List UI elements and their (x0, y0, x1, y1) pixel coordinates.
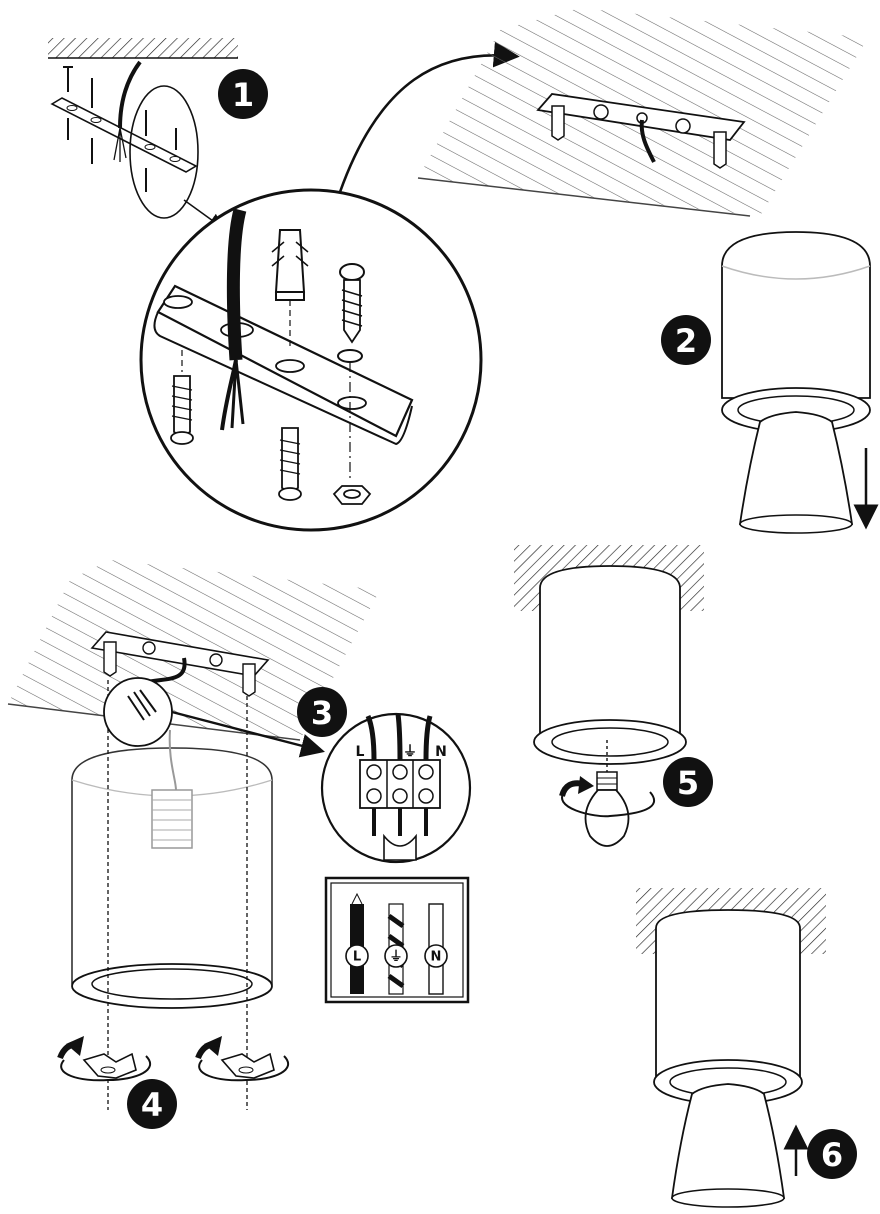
connector-arrow (338, 41, 520, 193)
step-badge-6 (807, 1129, 857, 1179)
terminal-label-live: L (356, 744, 365, 760)
terminal-block-icon: L ⏚ N (320, 712, 472, 864)
step1-group: 1 (48, 38, 268, 229)
terminal-label-earth: ⏚ (403, 744, 417, 760)
legend-earth: ⏚ (389, 950, 402, 965)
step-badge-1 (218, 69, 268, 119)
detail-zoom-group (139, 188, 483, 532)
rotate-arrow-icon (60, 1055, 290, 1082)
wall-plug-icon (271, 229, 309, 350)
step-badge-2 (661, 315, 711, 365)
legend-neutral: N (431, 950, 442, 965)
step2-group: 2 (661, 231, 879, 534)
rotate-arrow-icon (561, 789, 656, 818)
step34-group: 3 4 (7, 560, 380, 1129)
step-badge-4 (127, 1079, 177, 1129)
step-number-1: 1 (232, 76, 254, 114)
step-number-3: 3 (311, 694, 333, 732)
step-number-6: 6 (821, 1136, 843, 1174)
mounting-plate-icon (50, 97, 198, 173)
light-bulb-icon (584, 771, 630, 847)
step-number-5: 5 (677, 764, 699, 802)
ceiling-plate-view (417, 8, 868, 217)
screw-icon (337, 263, 365, 480)
step-badge-5 (663, 757, 713, 807)
screw-icon (63, 66, 177, 192)
step6-group: 6 (636, 888, 857, 1208)
step5-group: 5 (514, 545, 713, 847)
ceiling-hatch-icon (48, 38, 238, 58)
wire-legend: L ⏚ N (324, 876, 470, 1004)
step-number-2: 2 (675, 322, 697, 360)
terminal-label-neutral: N (435, 744, 447, 760)
step-number-4: 4 (141, 1086, 163, 1124)
legend-live: L (353, 950, 361, 965)
cable-icon (118, 60, 142, 129)
step-badge-3 (297, 687, 347, 737)
wing-nut-icon (82, 1052, 275, 1079)
